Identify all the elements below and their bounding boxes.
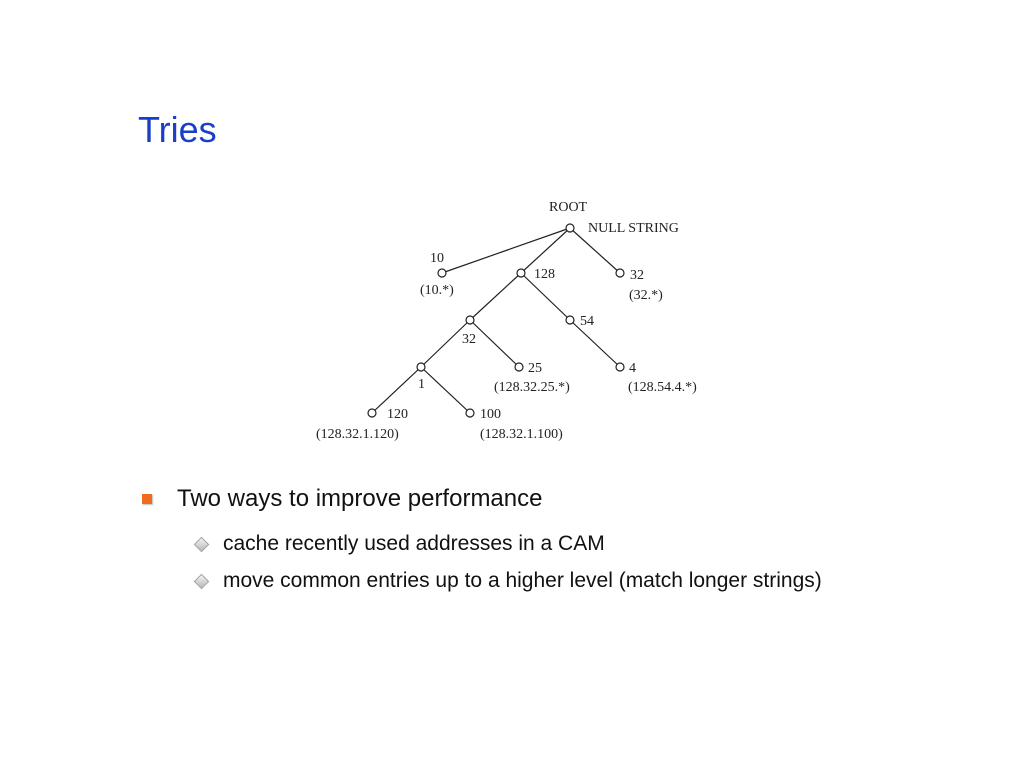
node-10	[437, 268, 447, 278]
node-120	[367, 408, 377, 418]
prefix-32-top: (32.*)	[629, 288, 663, 303]
prefix-4: (128.54.4.*)	[628, 380, 697, 395]
label-32-top: 32	[630, 268, 644, 283]
label-1: 1	[418, 377, 425, 392]
label-32: 32	[462, 332, 476, 347]
trie-labels: ROOT NULL STRING 10 (10.*) 128 32 (32.*)…	[316, 200, 697, 442]
prefix-25: (128.32.25.*)	[494, 380, 570, 395]
node-128	[516, 268, 526, 278]
bullet-main: Two ways to improve performance	[142, 484, 542, 514]
edge-1-120	[371, 366, 422, 414]
label-54: 54	[580, 314, 594, 329]
edge-54-4	[569, 319, 621, 368]
node-1	[416, 362, 426, 372]
trie-nodes	[367, 223, 625, 418]
sub-bullet-text: cache recently used addresses in a CAM	[223, 532, 605, 555]
label-25: 25	[528, 361, 542, 376]
label-100: 100	[480, 407, 501, 422]
sub-bullet: cache recently used addresses in a CAM	[193, 531, 605, 557]
label-10: 10	[430, 251, 444, 266]
node-root	[565, 223, 575, 233]
trie-edges	[371, 227, 621, 414]
node-25	[514, 362, 524, 372]
sub-bullet: move common entries up to a higher level…	[193, 568, 822, 594]
prefix-120: (128.32.1.120)	[316, 427, 399, 442]
diamond-bullet-icon	[193, 573, 210, 589]
node-54	[565, 315, 575, 325]
bullet-main-text: Two ways to improve performance	[177, 485, 543, 512]
node-4	[615, 362, 625, 372]
edge-1-100	[420, 366, 471, 414]
diamond-bullet-icon	[193, 536, 210, 552]
sub-bullet-text: move common entries up to a higher level…	[223, 569, 822, 592]
prefix-100: (128.32.1.100)	[480, 427, 563, 442]
edge-32-1	[420, 319, 471, 368]
edge-32-25	[469, 319, 520, 368]
edge-128-32	[469, 272, 522, 321]
label-4: 4	[629, 361, 636, 376]
label-120: 120	[387, 407, 408, 422]
node-32	[465, 315, 475, 325]
node-100	[465, 408, 475, 418]
slide-title: Tries	[138, 109, 217, 150]
edge-root-128	[520, 227, 571, 274]
edge-128-54	[520, 272, 571, 321]
label-128: 128	[534, 267, 555, 282]
edge-root-32	[569, 227, 621, 274]
label-root: ROOT	[549, 200, 588, 215]
prefix-10: (10.*)	[420, 283, 454, 298]
edge-root-10	[441, 227, 571, 274]
square-bullet-icon	[142, 494, 152, 504]
label-null-string: NULL STRING	[588, 221, 679, 236]
node-32-top	[615, 268, 625, 278]
